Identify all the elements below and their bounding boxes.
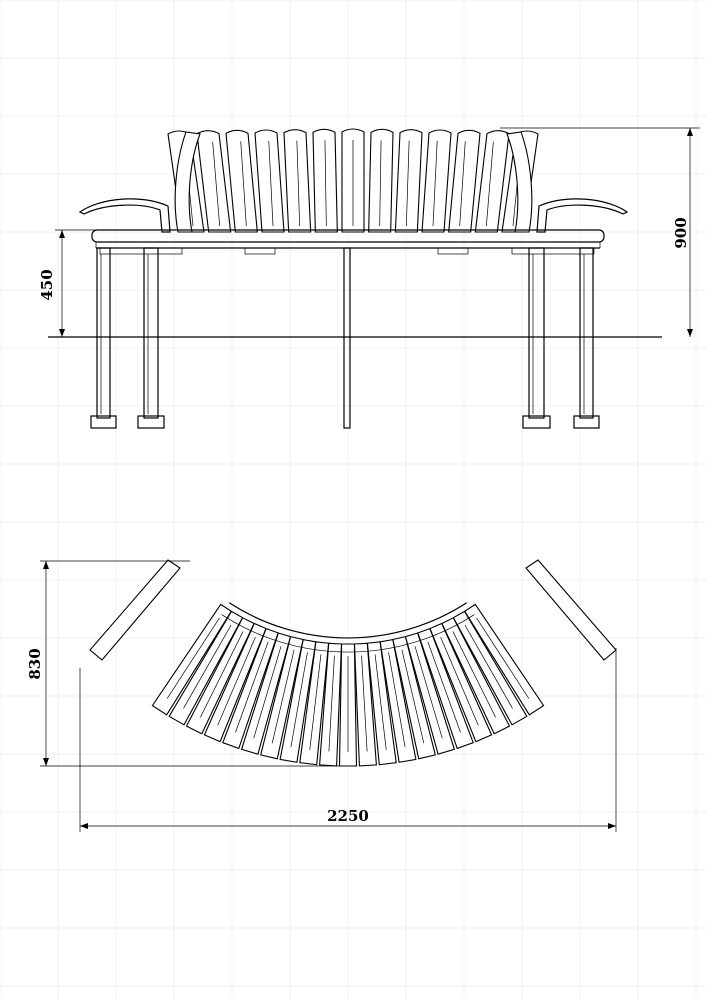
seat-slat [452,610,528,726]
seat-slat [240,632,292,755]
seat-slat [299,641,330,766]
plan-view: 830 2250 [26,559,617,832]
backrest-slat-line [296,140,301,227]
backrest-end-slat [174,131,201,233]
backrest-slat-line [485,141,494,227]
seat-slat [260,635,304,760]
backrest-slats [167,128,539,233]
plan-armrest-right [525,559,617,661]
total-height-label: 900 [672,217,690,248]
leg-post [96,247,111,419]
backrest-slat-line [212,141,221,227]
seat-slat [203,622,267,743]
seat-slat-line [235,641,269,733]
seat-slat-line [476,617,530,699]
backrest-slat-line [324,140,327,227]
backrest-slat [474,130,510,233]
dimension-width: 2250 [79,648,617,832]
seat-slat [151,603,233,716]
seat-slat-line [328,655,335,752]
backrest-slat-line [432,140,438,227]
leg-post [528,247,545,419]
front-elevation-view: 450 900 [38,127,700,429]
seat-slat-line [374,654,387,750]
leg-foot [90,415,117,429]
backrest-slat [196,130,232,233]
seat-slat-line [452,631,496,718]
inner-frame-arc [221,614,475,653]
backrest-slat-line [268,140,274,227]
dimension-depth: 830 [26,560,350,767]
seat-slat [429,622,493,743]
depth-label: 830 [26,648,44,679]
seat-slat-line [200,631,244,718]
seat-slat-line [361,655,368,752]
seat-slat [463,603,545,716]
backrest-slat [312,128,338,233]
seat-slat [366,641,397,766]
seat-slat-line [464,624,513,709]
seat-slat [441,617,511,735]
seat-slat-line [427,641,461,733]
seat-slat [353,642,377,767]
bench-legs [90,247,600,429]
seat-bracket [437,247,469,255]
leg-foot [137,415,165,429]
backrest-slat-line [379,140,382,227]
seat-slat-line [217,636,256,726]
backrest-slat-line [459,141,466,227]
backrest-slat [368,128,394,233]
seat-bracket [244,247,276,255]
seat-slat [222,627,279,750]
seat-slat [168,610,244,726]
backrest-end-slat [506,131,533,233]
seat-slat [279,638,317,763]
center-leg [343,247,351,429]
seat-height-label: 450 [38,269,56,300]
backrest-slat [421,129,452,233]
seat-slat-line [414,646,443,739]
leg-foot [573,415,600,429]
backrest-slat-line [240,141,247,227]
armrest-left [78,198,171,233]
seat-slat-line [271,649,295,744]
seat-slat [185,617,255,735]
seat-slat-line [290,652,308,748]
seat-slat [379,638,417,763]
seat-bracket [511,247,595,255]
backrest-slat [283,129,312,233]
inner-frame-arc [228,602,468,639]
seat-slat [404,632,456,755]
seat-slat [417,627,474,750]
seat-slat-line [388,652,406,748]
seat-slat-line [440,636,479,726]
plan-armrest-left [89,559,181,661]
seat-slat-line [183,624,232,709]
leg-post [143,247,159,419]
seat-slat-line [166,617,220,699]
backrest-slat [225,129,258,233]
seat-slat [392,635,436,760]
leg-foot [522,415,551,429]
seat-bracket [99,247,183,255]
backrest-slat-line [405,140,410,227]
seat-slats-plan [89,559,617,767]
backrest-slat [394,129,423,233]
width-label: 2250 [327,807,369,825]
backrest-slat [254,129,285,233]
dimension-seat-height: 450 [38,229,96,337]
seat-slat-line [253,646,282,739]
armrest-right [536,198,629,233]
seat-slat-line [401,649,425,744]
leg-post [579,247,594,419]
dimension-total-height: 900 [500,127,700,337]
seat-board [91,229,605,243]
backrest-slat [448,129,481,233]
seat-slat-line [309,654,322,750]
